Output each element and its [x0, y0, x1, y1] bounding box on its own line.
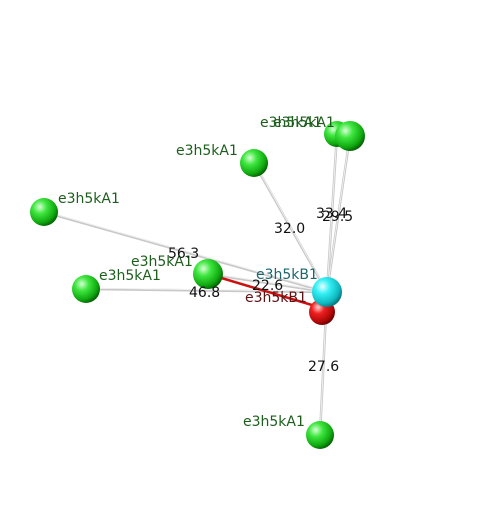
atom-g_lowleft[interactable] — [72, 275, 100, 303]
atom-label-g_top1: e3h5kA1 — [260, 115, 322, 131]
atom-label-red: e3h5kB1 — [245, 290, 307, 306]
bond-highlight-g_top2 — [326, 135, 351, 292]
atom-g_bottom[interactable] — [306, 421, 334, 449]
distance-label-g_upper: 32.0 — [274, 221, 305, 237]
atom-label-g_left: e3h5kA1 — [58, 191, 120, 207]
atom-g_top2[interactable] — [335, 121, 365, 151]
bond-highlight-g_left — [43, 210, 328, 292]
bond-layer — [43, 133, 352, 436]
distance-label-g_bottom: 27.6 — [308, 359, 339, 375]
atom-label-g_bottom: e3h5kA1 — [243, 414, 305, 430]
atom-g_left[interactable] — [30, 198, 58, 226]
atom-cyan[interactable] — [312, 277, 342, 307]
label-layer: e3h5kB1e3h5kB1e3h5kA1e3h5kA1e3h5kA1e3h5k… — [58, 115, 353, 430]
bond-g_lowleft — [85, 287, 328, 294]
atom-label-g_top2: e3h5kA1 — [273, 115, 335, 131]
bond-highlight-g_lowleft — [85, 287, 328, 292]
bond-highlight-g_upper — [253, 162, 328, 292]
bond-highlight-g_top1 — [326, 133, 338, 292]
bond-red-mid — [207, 272, 323, 310]
atom-g_mid[interactable] — [193, 259, 223, 289]
atom-label-g_mid: e3h5kA1 — [131, 254, 193, 270]
atom-g_upper[interactable] — [240, 149, 268, 177]
distance-label-g_top2: 29.5 — [322, 209, 353, 225]
atom-label-g_upper: e3h5kA1 — [176, 143, 238, 159]
atom-label-cyan: e3h5kB1 — [256, 267, 318, 283]
bond-g_left — [43, 210, 328, 294]
bond-g_mid — [207, 272, 328, 294]
distance-label-g_lowleft: 46.8 — [189, 285, 220, 301]
distance-label-g_left: 56.3 — [168, 246, 199, 262]
atom-layer — [30, 121, 365, 449]
atom-label-g_lowleft: e3h5kA1 — [99, 268, 161, 284]
bond-highlight-g_mid — [207, 272, 328, 292]
distance-label-g_top1: 33.4 — [316, 206, 347, 222]
distance-label-g_mid: 22.6 — [252, 278, 283, 294]
